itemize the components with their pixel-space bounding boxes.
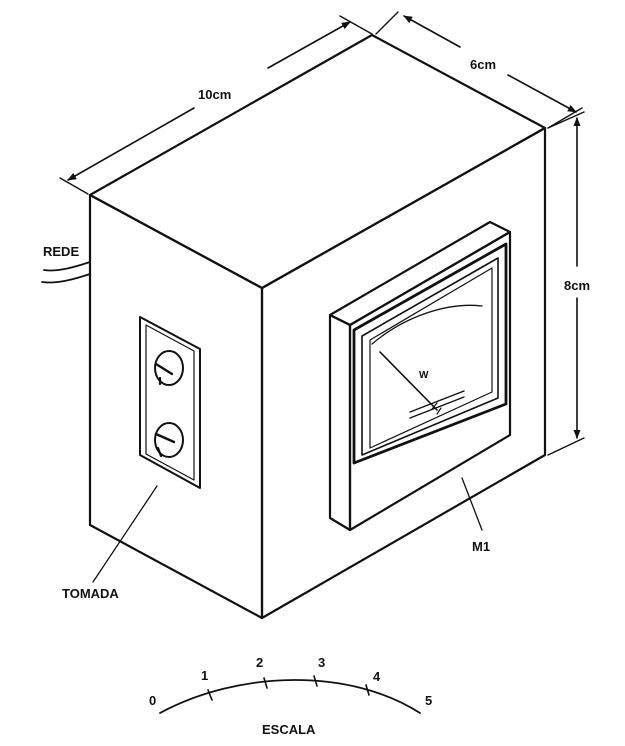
scale-tick-label: 1 xyxy=(201,668,208,683)
meter-dial-arc xyxy=(371,304,483,345)
scale-tick-label: 3 xyxy=(318,655,325,670)
meter-front xyxy=(348,230,512,532)
mains-cable-label: REDE xyxy=(43,244,79,259)
meter-needle-base xyxy=(409,390,465,413)
meter-side xyxy=(328,313,352,532)
enclosure-box xyxy=(88,33,547,620)
scale-tick-label: 4 xyxy=(373,669,381,684)
outlet-label: TOMADA xyxy=(62,586,119,601)
dimension-height-label: 8cm xyxy=(564,278,590,293)
scale-tick xyxy=(365,684,370,696)
scale-arc xyxy=(159,679,421,714)
mains-cable: REDE xyxy=(41,244,91,284)
dimension-depth: 6cm xyxy=(375,11,583,129)
meter-window-frame xyxy=(352,242,508,465)
meter-needle xyxy=(379,351,438,411)
box-left-face xyxy=(88,193,264,620)
dimension-length-label: 10cm xyxy=(198,87,231,102)
outlet-socket-icon xyxy=(154,350,184,386)
scale-tick xyxy=(313,675,318,687)
outlet-plate xyxy=(139,316,201,489)
outlet-socket-icon xyxy=(154,422,184,458)
scale-tick xyxy=(263,677,268,689)
scale-title: ESCALA xyxy=(262,722,316,737)
scale-tick xyxy=(207,689,213,701)
scale-tick-label: 2 xyxy=(256,655,263,670)
scale-ticks: 0 1 2 3 4 5 xyxy=(149,655,432,708)
box-top-face xyxy=(88,33,547,290)
scale-tick-label: 5 xyxy=(425,693,432,708)
scale-drawing: 0 1 2 3 4 5 ESCALA xyxy=(149,655,432,737)
scale-tick-label: 0 xyxy=(149,693,156,708)
dimension-depth-label: 6cm xyxy=(470,57,496,72)
dimension-length: 10cm xyxy=(59,15,373,195)
meter-unit-label: W xyxy=(419,370,429,381)
box-right-face xyxy=(260,126,547,620)
outlet-panel: TOMADA xyxy=(62,316,201,601)
meter-dial-face xyxy=(369,267,493,449)
meter-label: M1 xyxy=(472,539,490,554)
dimension-height: 8cm xyxy=(547,111,590,456)
panel-meter: W M1 xyxy=(328,220,512,554)
